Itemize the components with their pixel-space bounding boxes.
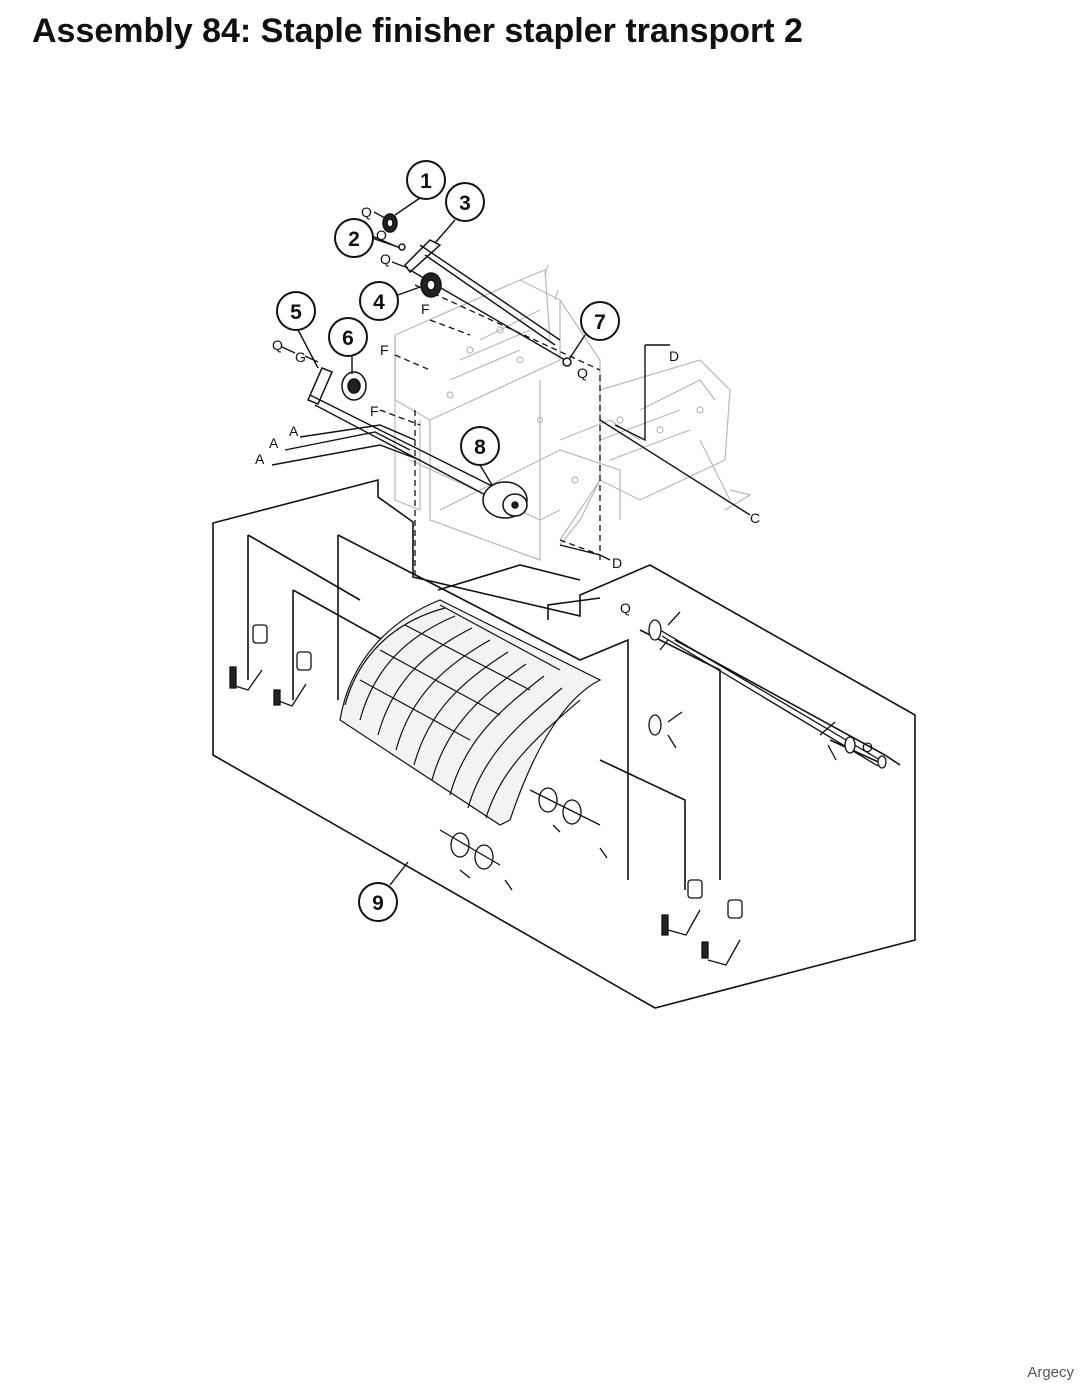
svg-text:6: 6 (342, 327, 354, 350)
paper-guide-assembly (339, 599, 602, 826)
dashed-reference-lines (379, 284, 601, 575)
callout-3: 3 (445, 182, 485, 222)
svg-text:2: 2 (348, 228, 360, 251)
letter-a-2: A (269, 435, 279, 451)
letter-q-5: Q (577, 365, 588, 381)
callout-1: 1 (406, 160, 446, 200)
kit-boundary-box (212, 478, 916, 1009)
letter-q-6: Q (620, 600, 631, 616)
svg-text:3: 3 (459, 192, 471, 215)
callout-9: 9 (358, 882, 398, 922)
callout-2: 2 (334, 218, 374, 258)
callout-4: 4 (359, 281, 399, 321)
letter-a-1: A (289, 423, 299, 439)
svg-text:1: 1 (420, 170, 432, 193)
letter-a-3: A (255, 451, 265, 467)
letter-f-2: F (380, 342, 389, 358)
callout-7: 7 (580, 301, 620, 341)
callout-5: 5 (276, 291, 316, 331)
letter-q-1: Q (361, 204, 372, 220)
svg-text:8: 8 (474, 436, 486, 459)
reference-letters: Q Q Q Q G Q Q Q F F F D D C A A A (255, 204, 873, 755)
letter-q-4: Q (272, 337, 283, 353)
finisher-frame-background (394, 264, 752, 561)
letter-g-1: G (295, 349, 306, 365)
letter-q-2: Q (376, 227, 387, 243)
letter-f-3: F (370, 403, 379, 419)
callout-6: 6 (328, 317, 368, 357)
callouts: 1 2 3 4 5 6 7 8 (276, 160, 620, 922)
letter-d-1: D (669, 348, 679, 364)
letter-f-1: F (421, 301, 430, 317)
letter-d-2: D (612, 555, 622, 571)
footer-watermark: Argecy (1027, 1364, 1074, 1381)
svg-text:4: 4 (373, 291, 385, 314)
letter-q-7: Q (862, 739, 873, 755)
rollers-and-shafts (229, 611, 887, 966)
letter-q-3: Q (380, 251, 391, 267)
svg-text:7: 7 (594, 311, 606, 334)
svg-text:9: 9 (372, 892, 384, 915)
page-title: Assembly 84: Staple finisher stapler tra… (32, 12, 803, 50)
letter-c-1: C (750, 510, 760, 526)
small-parts (307, 213, 572, 519)
svg-text:5: 5 (290, 301, 302, 324)
callout-8: 8 (460, 426, 500, 466)
